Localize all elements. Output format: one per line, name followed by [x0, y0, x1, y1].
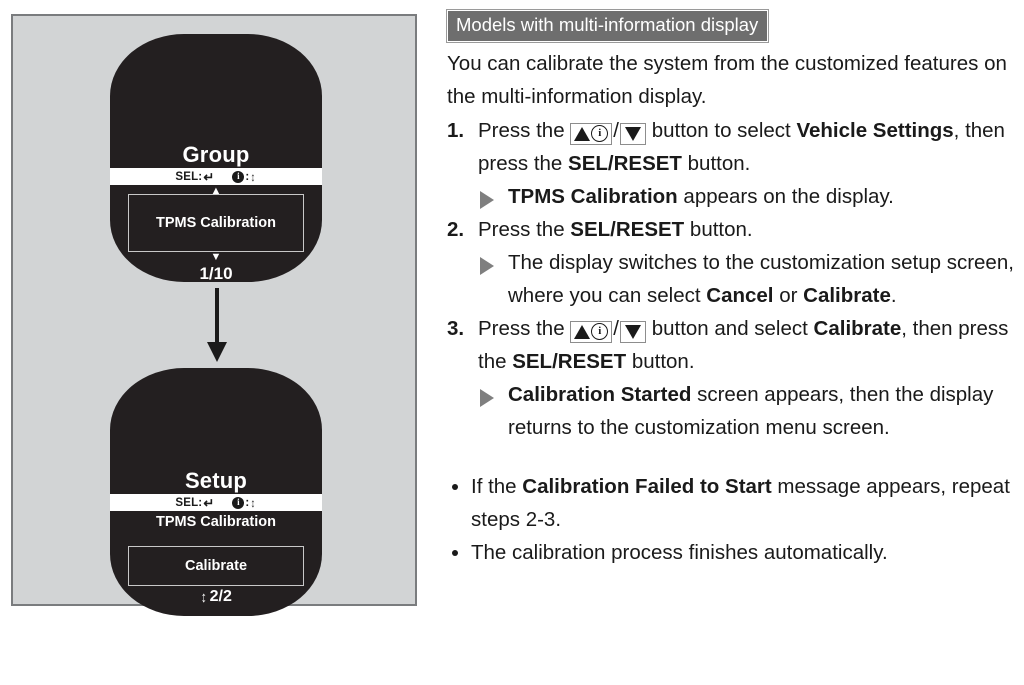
note-1-text-a: If the	[471, 474, 523, 498]
step-1-result: TPMS Calibration appears on the display.	[478, 180, 1017, 213]
down-button-icon	[620, 320, 646, 343]
step-3-text-a: Press the	[478, 316, 571, 340]
info-icon: i	[232, 170, 245, 183]
step-1-bold-b: Vehicle Settings	[796, 118, 954, 142]
step-2-bold-a: SEL/RESET	[570, 217, 685, 241]
step-2-result-text-c: .	[890, 283, 897, 307]
step-1: 1. Press the i/ button to select Vehicle…	[447, 114, 1017, 213]
step-3-number: 3.	[447, 316, 465, 340]
step-1-body: Press the i/ button to select Vehicle Se…	[478, 114, 1017, 180]
step-2-result-bold-b: Calibrate	[803, 283, 891, 307]
triangle-down-icon	[625, 324, 641, 339]
glyph-separator: /	[613, 118, 619, 142]
enter-key-icon: ↵	[203, 495, 215, 511]
triangle-marker-icon	[480, 256, 494, 275]
step-3: 3. Press the i/ button and select Calibr…	[447, 312, 1017, 444]
display-page-count-setup: ↕ 2/2	[110, 588, 322, 606]
triangle-marker-icon	[480, 190, 494, 209]
up-down-arrow-icon: ↕	[251, 169, 257, 184]
step-2-text-a: Press the	[478, 217, 571, 241]
status-colon: :	[245, 496, 250, 509]
step-3-text-b: button and select	[646, 316, 814, 340]
meter-display-group: Group SEL: ↵ i : ↕ ▲ TPMS Calibration ▼ …	[110, 34, 322, 282]
info-icon: i	[591, 323, 609, 340]
info-hint-group: i : ↕	[232, 169, 257, 184]
note-1-text-b: message appears, repeat steps 2-3.	[471, 474, 1010, 531]
up-down-arrow-icon: ↕	[200, 588, 207, 606]
step-1-text-d: button.	[681, 151, 751, 175]
instruction-column: Models with multi-information display Yo…	[445, 8, 1017, 569]
notes-list: If the Calibration Failed to Start messa…	[447, 470, 1017, 569]
step-2-result-bold-a: Cancel	[706, 283, 774, 307]
display-status-strip-setup: SEL: ↵ i : ↕	[110, 494, 322, 511]
step-2-body: Press the SEL/RESET button.	[478, 213, 1017, 246]
display-title-group: Group	[182, 142, 250, 167]
display-heading-item-setup: TPMS Calibration	[155, 514, 277, 530]
sel-label: SEL:	[175, 170, 203, 183]
note-item-2: The calibration process finishes automat…	[447, 536, 1017, 569]
glyph-separator: /	[613, 316, 619, 340]
sel-hint-group: SEL: ↵	[175, 169, 215, 185]
step-3-body: Press the i/ button and select Calibrate…	[478, 312, 1017, 378]
step-3-text-c: , then press the	[478, 316, 1009, 373]
step-2-result-text-a: The display switches to the customizatio…	[508, 250, 1014, 307]
note-1-bold-a: Calibration Failed to Start	[522, 474, 772, 498]
meter-display-setup: Setup SEL: ↵ i : ↕ TPMS Calibration Cali…	[110, 368, 322, 616]
sel-hint-setup: SEL: ↵	[175, 495, 215, 511]
caret-down-icon: ▼	[210, 251, 222, 263]
bullet-dot-icon	[452, 549, 458, 556]
display-selected-item-setup: Calibrate	[128, 546, 304, 586]
page-count-value: 2/2	[209, 588, 232, 605]
info-hint-setup: i : ↕	[232, 495, 257, 510]
sel-label: SEL:	[175, 496, 203, 509]
display-status-strip-group: SEL: ↵ i : ↕	[110, 168, 322, 185]
triangle-down-icon	[625, 126, 641, 141]
step-1-bold-c: SEL/RESET	[568, 151, 682, 175]
triangle-up-icon	[574, 126, 591, 141]
up-info-button-icon: i	[570, 320, 613, 343]
step-3-bold-c: SEL/RESET	[512, 349, 627, 373]
step-2: 2. Press the SEL/RESET button. The displ…	[447, 213, 1017, 312]
step-2-result-text-b: or	[773, 283, 804, 307]
display-selected-item-group: TPMS Calibration	[128, 194, 304, 252]
step-2-number: 2.	[447, 217, 465, 241]
step-3-result-bold: Calibration Started	[508, 382, 692, 406]
bullet-dot-icon	[452, 483, 458, 490]
section-badge: Models with multi-information display	[445, 9, 770, 43]
step-1-result-bold: TPMS Calibration	[508, 184, 678, 208]
status-colon: :	[245, 170, 250, 183]
info-icon: i	[591, 125, 609, 142]
step-3-result-text: screen appears, then the display returns…	[508, 382, 994, 439]
step-1-text-b: button to select	[646, 118, 797, 142]
step-1-result-text: appears on the display.	[677, 184, 894, 208]
step-3-text-d: button.	[626, 349, 695, 373]
step-3-result: Calibration Started screen appears, then…	[478, 378, 1017, 444]
illustration-panel: Group SEL: ↵ i : ↕ ▲ TPMS Calibration ▼ …	[11, 14, 417, 616]
step-1-text-c: , then press the	[478, 118, 1005, 175]
display-title-setup: Setup	[184, 468, 248, 493]
triangle-marker-icon	[480, 388, 494, 407]
caret-up-icon: ▲	[210, 185, 222, 197]
up-down-arrow-icon: ↕	[251, 495, 257, 510]
note-item-1: If the Calibration Failed to Start messa…	[447, 470, 1017, 536]
display-page-count-group: 1/10	[199, 264, 233, 282]
step-1-text-a: Press the	[478, 118, 571, 142]
info-icon: i	[232, 496, 245, 509]
enter-key-icon: ↵	[203, 169, 215, 185]
up-info-button-icon: i	[570, 122, 613, 145]
flow-down-arrow-icon	[207, 288, 227, 362]
step-3-bold-b: Calibrate	[813, 316, 902, 340]
down-button-icon	[620, 122, 646, 145]
step-2-result: The display switches to the customizatio…	[478, 246, 1017, 312]
note-2-text-a: The calibration process finishes automat…	[471, 540, 888, 564]
step-2-text-b: button.	[684, 217, 753, 241]
triangle-up-icon	[574, 324, 591, 339]
intro-paragraph: You can calibrate the system from the cu…	[447, 51, 1007, 108]
step-1-number: 1.	[447, 118, 465, 142]
